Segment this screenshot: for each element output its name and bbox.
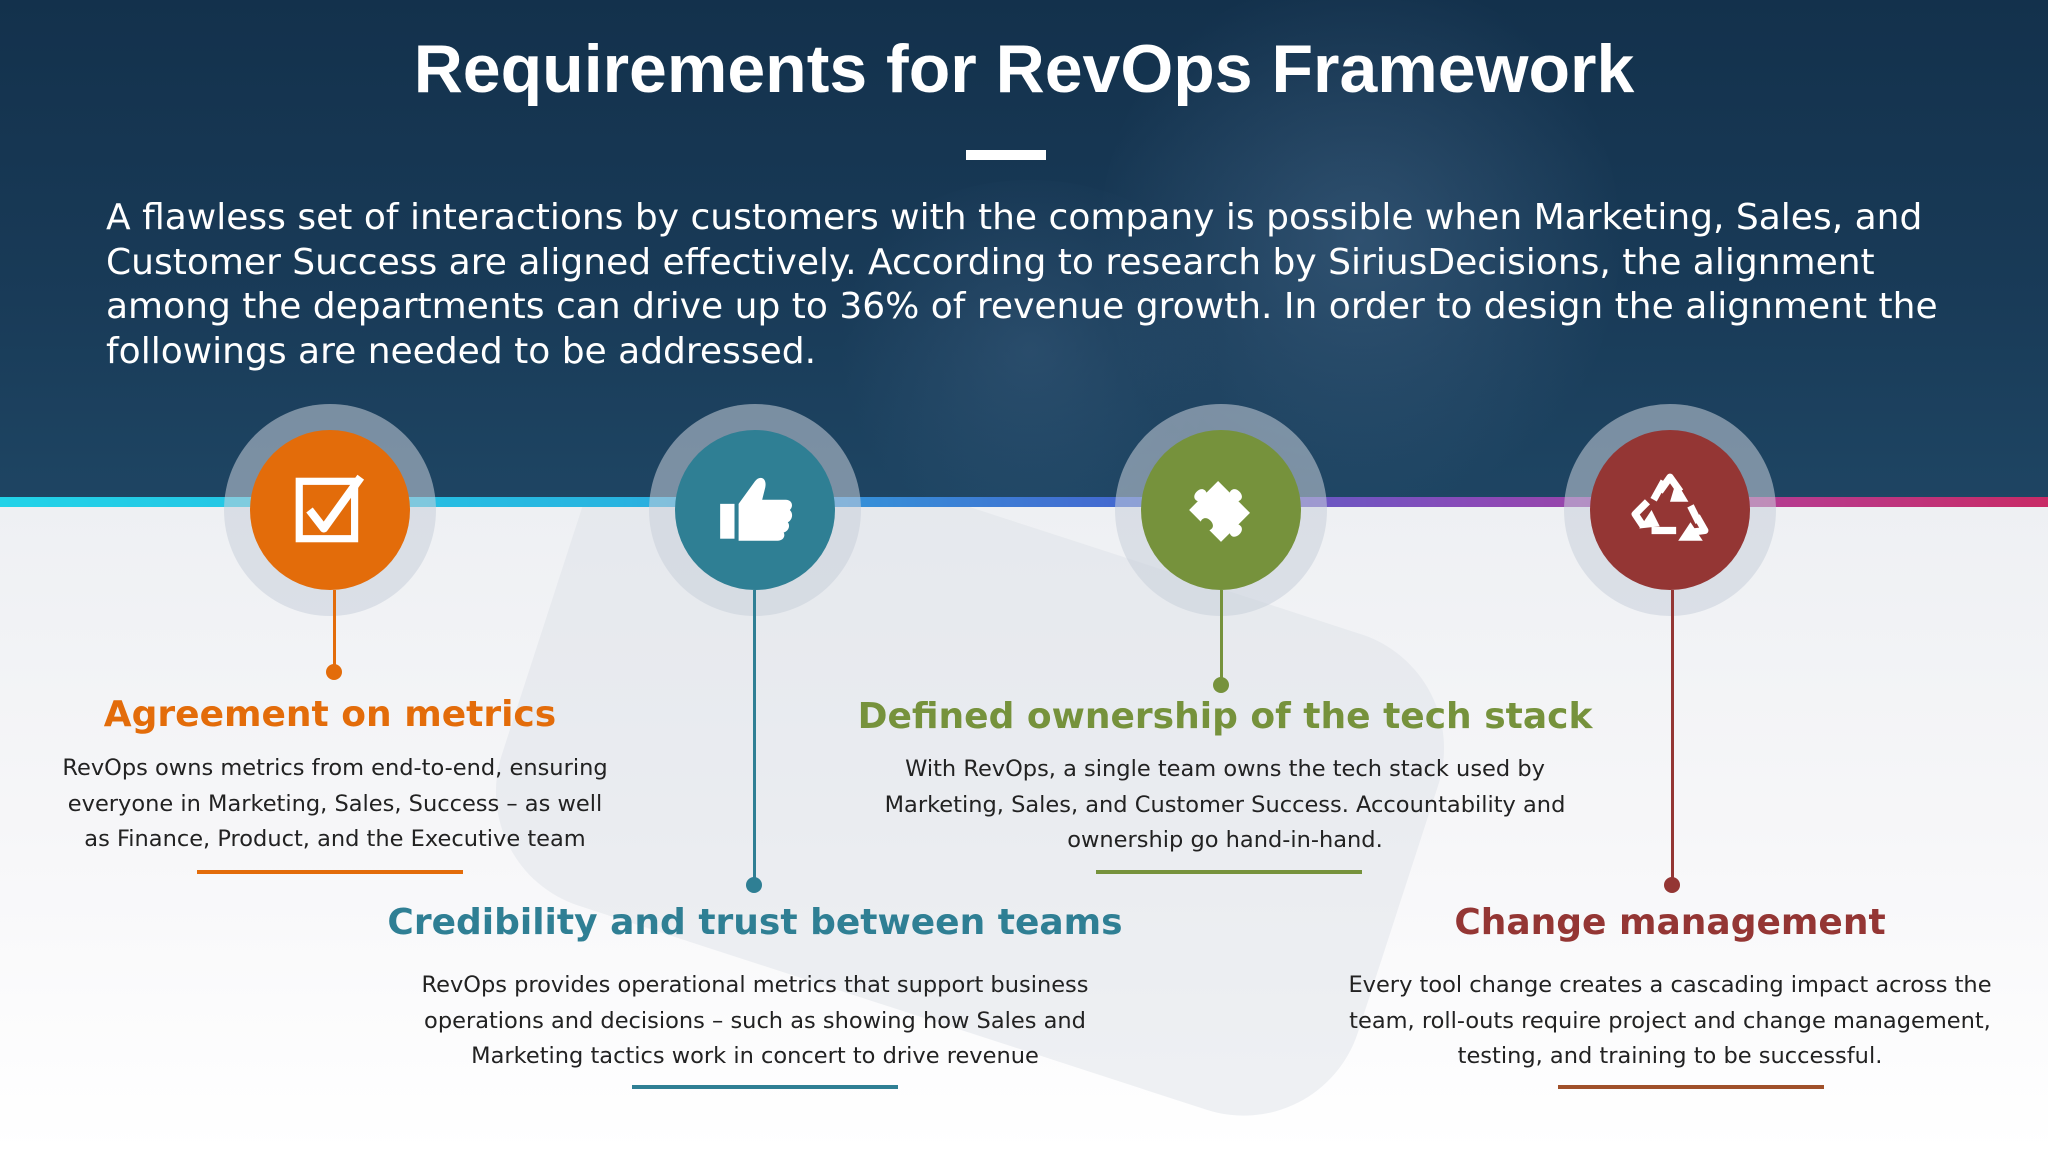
connector-dot <box>1213 677 1229 693</box>
node-agreement-on-metrics <box>224 404 436 616</box>
item-underline <box>1558 1085 1824 1089</box>
node-circle <box>675 430 835 590</box>
item-description: RevOps owns metrics from end-to-end, ens… <box>62 755 608 852</box>
item-description: Every tool change creates a cascading im… <box>1348 972 1992 1069</box>
intro-paragraph: A flawless set of interactions by custom… <box>106 197 1938 372</box>
node-change-management <box>1564 404 1776 616</box>
item-heading: Agreement on metrics <box>103 694 557 735</box>
connector-line <box>1220 590 1223 682</box>
puzzle-piece-icon <box>1189 481 1250 542</box>
title-underline <box>966 150 1046 160</box>
node-circle <box>250 430 410 590</box>
node-circle <box>1141 430 1301 590</box>
connector-line <box>753 590 756 882</box>
node-credibility-and-trust <box>649 404 861 616</box>
connector-line <box>1671 590 1674 882</box>
node-circle <box>1590 430 1750 590</box>
slide-title: Requirements for RevOps Framework <box>413 31 1635 107</box>
item-underline <box>1096 870 1362 874</box>
connector-dot <box>326 664 342 680</box>
thumbs-up-icon <box>720 477 793 541</box>
node-defined-ownership <box>1115 404 1327 616</box>
item-heading: Credibility and trust between teams <box>387 902 1123 943</box>
item-description: RevOps provides operational metrics that… <box>421 972 1089 1069</box>
item-underline <box>197 870 463 874</box>
item-description: With RevOps, a single team owns the tech… <box>884 756 1566 853</box>
item-underline <box>632 1085 898 1089</box>
item-heading: Defined ownership of the tech stack <box>857 696 1593 737</box>
connector-line <box>333 590 336 672</box>
checkbox-icon <box>295 474 365 543</box>
item-heading: Change management <box>1454 902 1886 943</box>
connector-dot <box>1664 877 1680 893</box>
timeline-gradient-line <box>0 497 2048 507</box>
recycle-icon <box>1631 473 1709 541</box>
connector-dot <box>746 877 762 893</box>
